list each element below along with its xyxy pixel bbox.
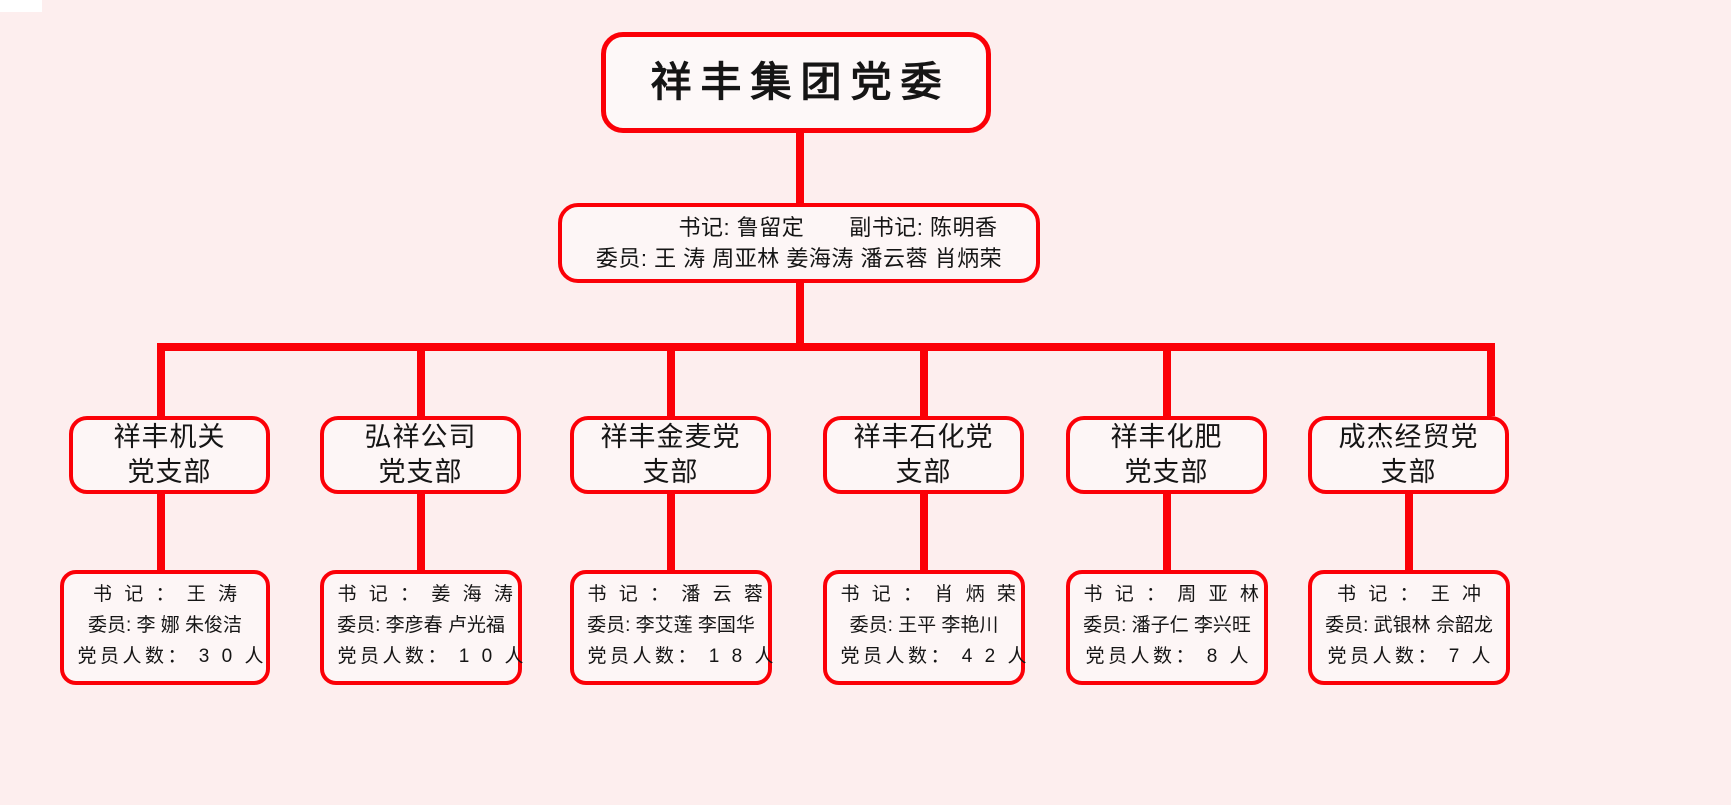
connector-root-to-leadership	[796, 131, 804, 203]
detail-node-4[interactable]: 书 记 ： 肖 炳 荣 委员: 王平 李艳川 党员人数： 4 2 人	[823, 570, 1030, 685]
detail-node-1[interactable]: 书 记 ： 王 涛 委员: 李 娜 朱俊洁 党员人数： 3 0 人	[60, 570, 270, 685]
dept-node-5[interactable]: 祥丰化肥 党支部	[1066, 416, 1267, 494]
dept-node-1[interactable]: 祥丰机关 党支部	[69, 416, 270, 494]
detail-secretary-2: 书 记 ： 姜 海 涛	[337, 584, 517, 606]
detail-secretary-3: 书 记 ： 潘 云 蓉	[587, 584, 767, 606]
dept-title-1: 祥丰机关 党支部	[113, 422, 226, 487]
leadership-node[interactable]: 书记: 鲁留定 副书记: 陈明香 委员: 王 涛 周亚林 姜海涛 潘云蓉 肖炳荣	[558, 203, 1040, 283]
detail-members-2: 委员: 李彦春 卢光福	[337, 615, 505, 637]
detail-node-6[interactable]: 书 记 ： 王 冲 委员: 武银林 佘韶龙 党员人数： 7 人	[1308, 570, 1510, 685]
detail-secretary-5: 书 记 ： 周 亚 林	[1083, 584, 1263, 606]
dept-node-6[interactable]: 成杰经贸党 支部	[1308, 416, 1509, 494]
detail-members-4: 委员: 王平 李艳川	[849, 615, 999, 637]
connector-dept-3-to-detail-3	[667, 492, 675, 570]
detail-count-4: 党员人数： 4 2 人	[840, 645, 1030, 667]
detail-members-3: 委员: 李艾莲 李国华	[587, 615, 755, 637]
connector-leadership-to-bus	[796, 281, 804, 347]
connector-dept-5-to-detail-5	[1163, 492, 1171, 570]
dept-title-2: 弘祥公司 党支部	[364, 422, 477, 487]
connector-bus-to-dept-2	[417, 343, 425, 416]
connector-bus-to-dept-5	[1163, 343, 1171, 416]
detail-count-6: 党员人数： 7 人	[1327, 645, 1495, 667]
connector-bus-to-dept-6	[1487, 343, 1495, 416]
detail-secretary-4: 书 记 ： 肖 炳 荣	[840, 584, 1020, 606]
leadership-secretary-line: 书记: 鲁留定 副书记: 陈明香	[678, 214, 998, 240]
detail-secretary-1: 书 记 ： 王 涛	[92, 584, 241, 606]
connector-bus-to-dept-1	[157, 343, 165, 416]
dept-node-3[interactable]: 祥丰金麦党 支部	[570, 416, 771, 494]
connector-dept-1-to-detail-1	[157, 492, 165, 570]
leadership-members-line: 委员: 王 涛 周亚林 姜海涛 潘云蓉 肖炳荣	[595, 246, 1003, 271]
detail-count-1: 党员人数： 3 0 人	[77, 645, 267, 667]
connector-horizontal-bus	[157, 343, 1495, 351]
detail-secretary-6: 书 记 ： 王 冲	[1336, 584, 1485, 606]
root-title-text: 祥丰集团党委	[650, 58, 951, 105]
detail-members-6: 委员: 武银林 佘韶龙	[1325, 615, 1493, 637]
connector-dept-4-to-detail-4	[920, 492, 928, 570]
connector-dept-2-to-detail-2	[417, 492, 425, 570]
detail-node-2[interactable]: 书 记 ： 姜 海 涛 委员: 李彦春 卢光福 党员人数： 1 0 人	[320, 570, 527, 685]
detail-count-5: 党员人数： 8 人	[1085, 645, 1253, 667]
connector-dept-6-to-detail-6	[1405, 492, 1413, 570]
connector-bus-to-dept-3	[667, 343, 675, 416]
dept-title-6: 成杰经贸党 支部	[1338, 422, 1479, 487]
detail-members-5: 委员: 潘子仁 李兴旺	[1083, 615, 1251, 637]
detail-node-3[interactable]: 书 记 ： 潘 云 蓉 委员: 李艾莲 李国华 党员人数： 1 8 人	[570, 570, 777, 685]
dept-node-2[interactable]: 弘祥公司 党支部	[320, 416, 521, 494]
detail-node-5[interactable]: 书 记 ： 周 亚 林 委员: 潘子仁 李兴旺 党员人数： 8 人	[1066, 570, 1268, 685]
connector-bus-to-dept-4	[920, 343, 928, 416]
root-node-party-committee[interactable]: 祥丰集团党委	[601, 32, 991, 133]
dept-title-5: 祥丰化肥 党支部	[1110, 422, 1223, 487]
corner-white-strip	[0, 0, 42, 12]
dept-node-4[interactable]: 祥丰石化党 支部	[823, 416, 1024, 494]
dept-title-4: 祥丰石化党 支部	[853, 422, 994, 487]
dept-title-3: 祥丰金麦党 支部	[600, 422, 741, 487]
detail-count-2: 党员人数： 1 0 人	[337, 645, 527, 667]
detail-count-3: 党员人数： 1 8 人	[587, 645, 777, 667]
detail-members-1: 委员: 李 娜 朱俊洁	[87, 615, 243, 637]
